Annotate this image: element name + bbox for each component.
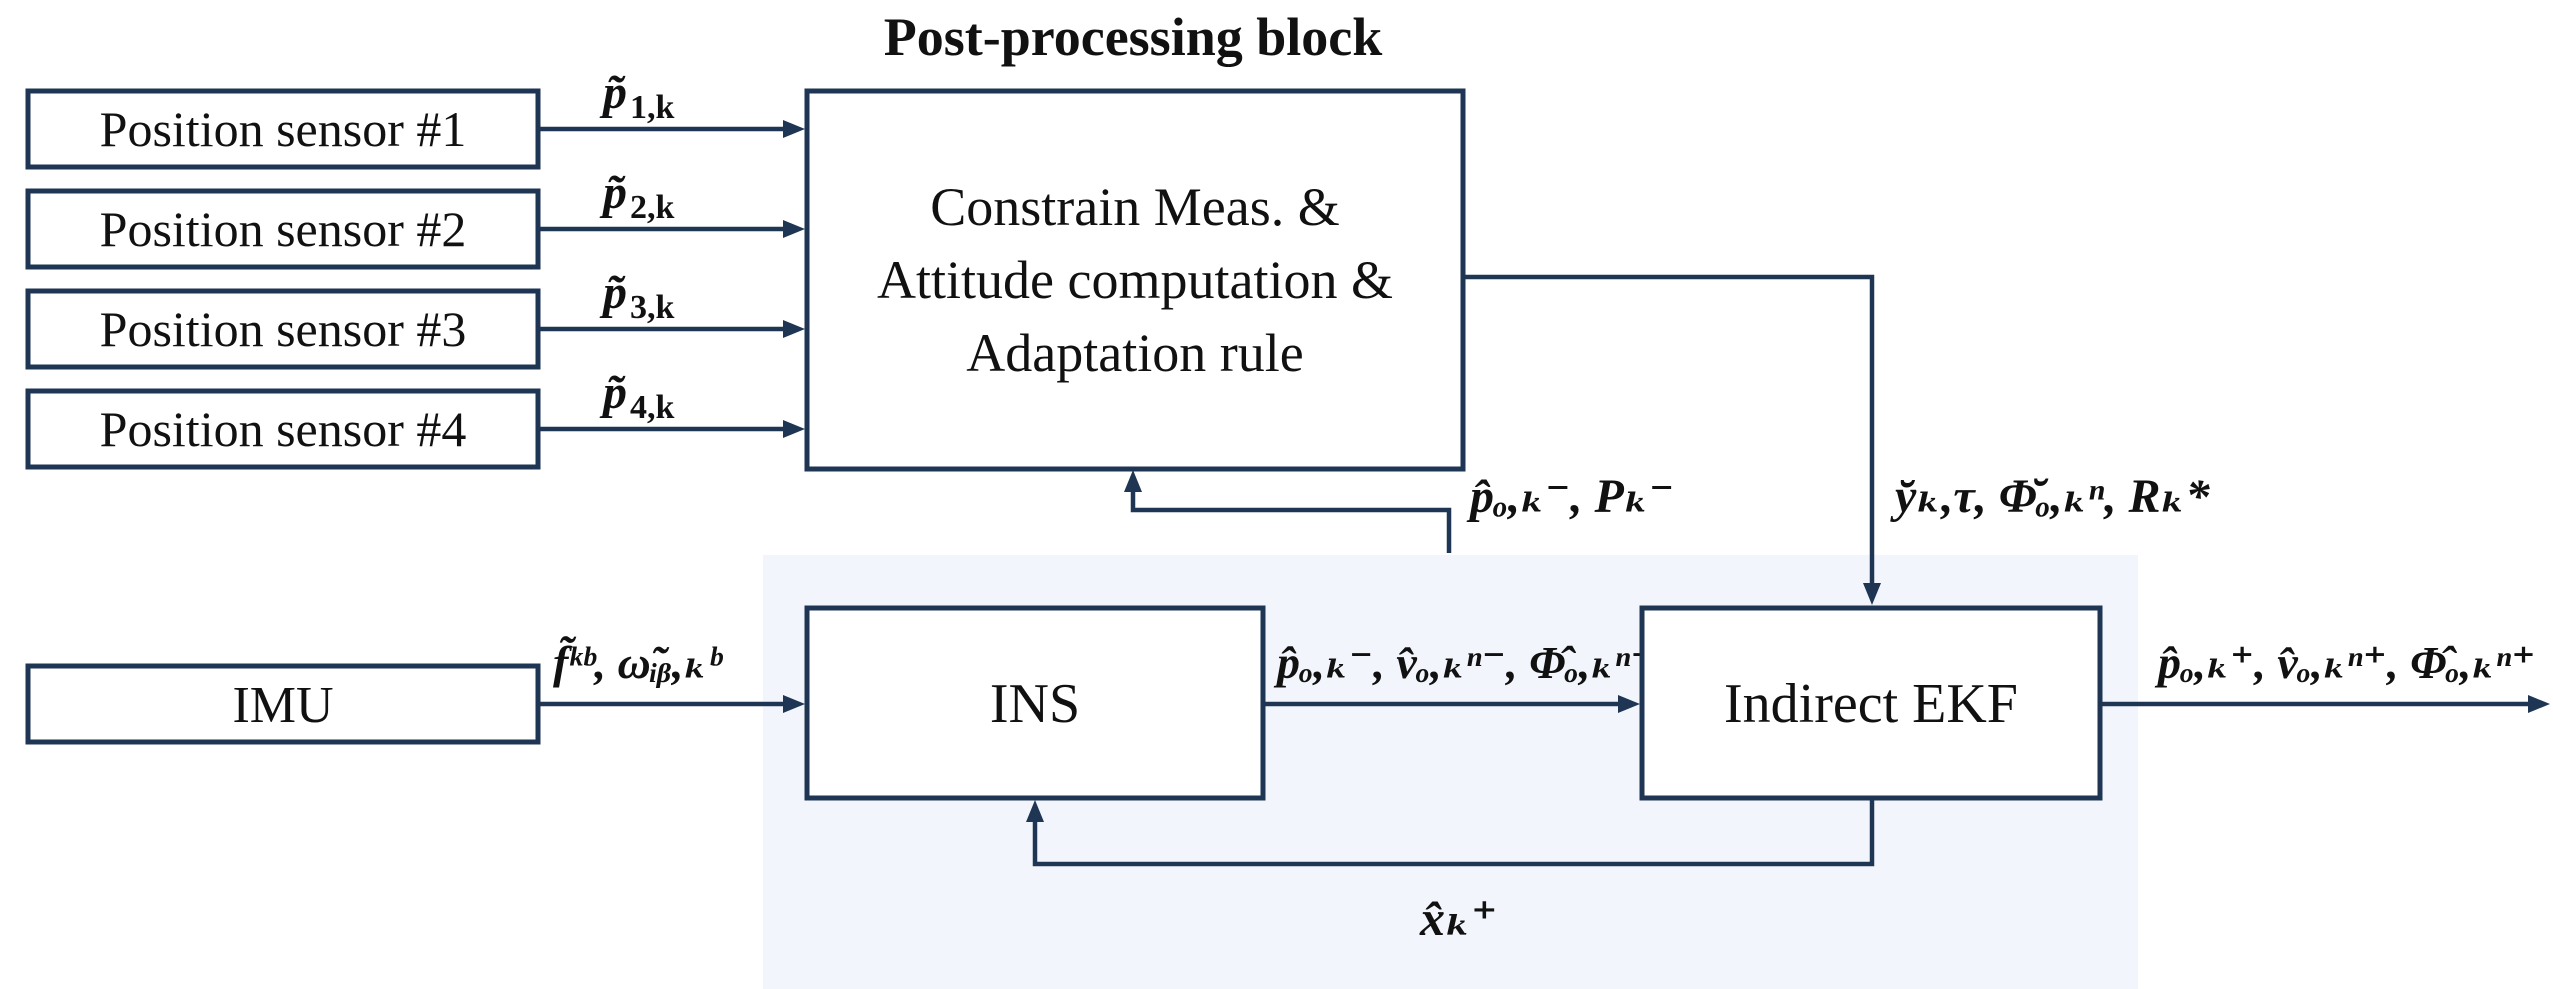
sensor-2-signal: p̃2,k [599, 166, 675, 226]
sensor-2-arrow [538, 220, 805, 238]
sensor-1-signal: p̃1,k [599, 66, 675, 126]
ins-to-processor-label: p̂ₒ,ₖ⁻, Pₖ⁻ [1466, 470, 1674, 523]
imu-to-ins-arrow [538, 695, 805, 713]
sensor-4-signal: p̃4,k [599, 366, 675, 426]
post-processing-title: Post-processing block [884, 7, 1383, 67]
processor-line-2: Attitude computation & [877, 250, 1393, 310]
imu-box: IMU [25, 663, 541, 745]
processor-line-1: Constrain Meas. & [930, 177, 1339, 237]
imu-to-ins-label: f̃ᵏᵇ, ω̃ᵢᵦ,ₖᵇ [553, 636, 724, 688]
processor-to-ekf-label: y̆ₖ,τ, Φ̆ₒ,ₖⁿ, Rₖ* [1890, 470, 2211, 523]
sensor-3-signal: p̃3,k [599, 266, 675, 326]
imu-label: IMU [232, 677, 333, 734]
ekf-feedback-label: x̂ₖ⁺ [1419, 890, 1498, 946]
processor-line-3: Adaptation rule [966, 323, 1303, 383]
ins-to-processor-arrow [1124, 470, 1452, 553]
position-sensor-4-label: Position sensor #4 [100, 401, 467, 457]
post-processing-box: Constrain Meas. & Attitude computation &… [804, 88, 1466, 472]
position-sensor-2-label: Position sensor #2 [100, 201, 467, 257]
position-sensor-4: Position sensor #4 [25, 388, 541, 470]
ins-to-ekf-label: p̂ₒ,ₖ⁻, v̂ₒ,ₖⁿ⁻, Φ̂ₒ,ₖⁿ⁻ [1273, 637, 1655, 688]
position-sensor-1-label: Position sensor #1 [100, 101, 467, 157]
sensor-1-arrow [538, 120, 805, 138]
ekf-output-arrow [2100, 695, 2550, 713]
ekf-output-label: p̂ₒ,ₖ⁺, v̂ₒ,ₖⁿ⁺, Φ̂ₒ,ₖⁿ⁺ [2154, 637, 2536, 688]
position-sensor-3-label: Position sensor #3 [100, 301, 467, 357]
ins-box: INS [804, 605, 1266, 801]
position-sensor-2: Position sensor #2 [25, 188, 541, 270]
processor-to-ekf-arrow [1463, 274, 1881, 605]
position-sensor-3: Position sensor #3 [25, 288, 541, 370]
sensor-3-arrow [538, 320, 805, 338]
ekf-label: Indirect EKF [1724, 673, 2018, 735]
ekf-box: Indirect EKF [1639, 605, 2103, 801]
ins-to-ekf-arrow [1263, 695, 1640, 713]
sensor-4-arrow [538, 420, 805, 438]
position-sensor-1: Position sensor #1 [25, 88, 541, 170]
ekf-to-ins-feedback-arrow [1026, 798, 1875, 867]
ins-label: INS [990, 673, 1080, 735]
